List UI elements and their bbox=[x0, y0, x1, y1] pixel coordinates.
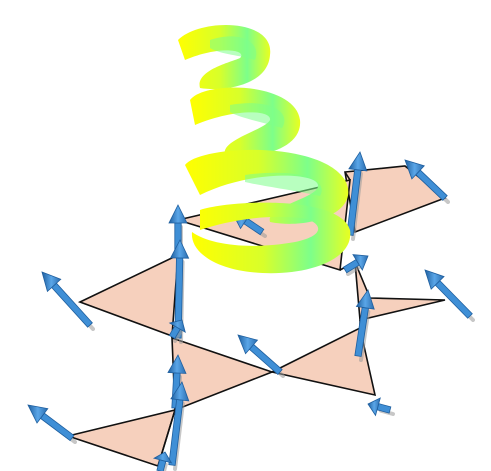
spin-arrow-shaft bbox=[377, 404, 391, 413]
helix-turn-1 bbox=[178, 25, 270, 89]
spin-arrow-head bbox=[169, 205, 187, 223]
lattice-triangle bbox=[80, 255, 178, 336]
spin-arrow-shaft bbox=[40, 413, 73, 440]
spin-arrow-head bbox=[349, 152, 367, 171]
spin-arrow-head bbox=[171, 240, 189, 258]
